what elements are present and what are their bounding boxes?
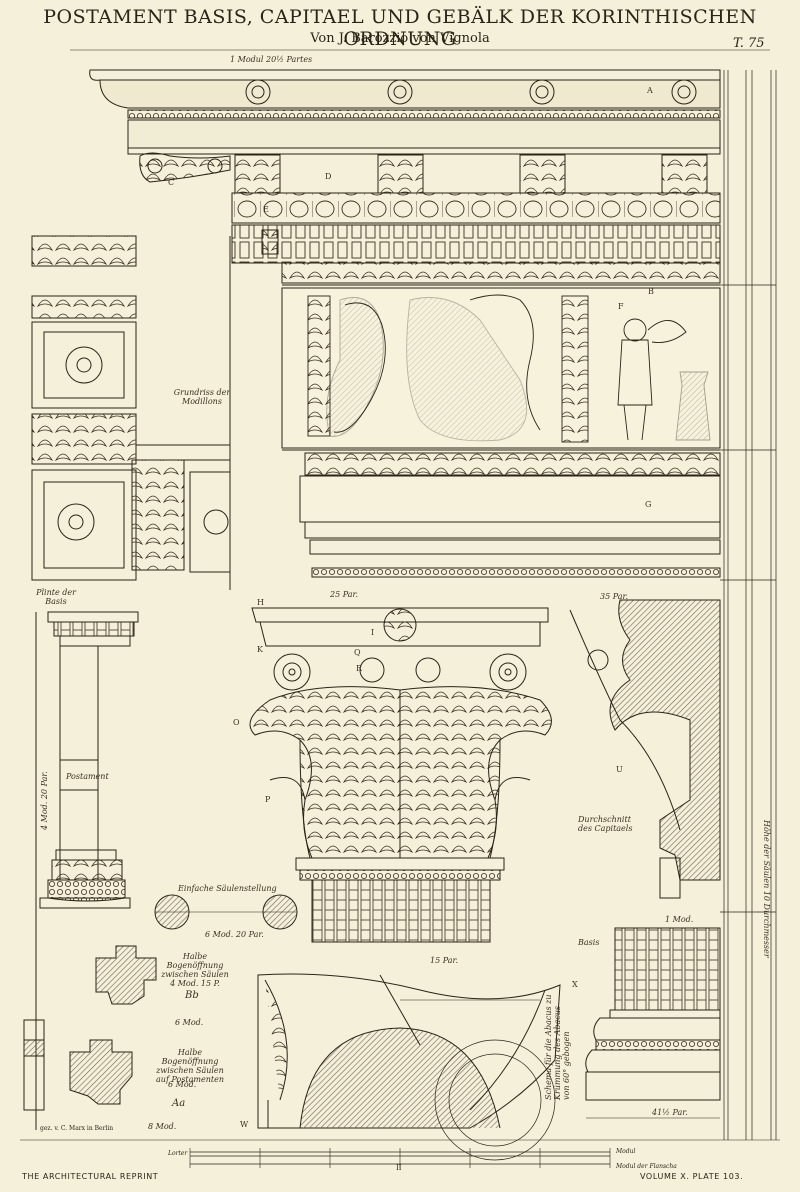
abacus-plan xyxy=(257,973,561,1161)
label-basis-par: 41½ Par. xyxy=(652,1108,688,1117)
letter-q: Q xyxy=(354,648,361,657)
scale-label-two: II xyxy=(396,1164,402,1172)
column-base xyxy=(585,927,721,1119)
scale-label-modul: Modul xyxy=(616,1148,636,1155)
label-hoehe-saeulen: Höhe der Säulen 10 Durchmesser xyxy=(762,820,771,958)
label-basis: Basis xyxy=(578,938,600,947)
scale-bars xyxy=(189,1148,611,1168)
modillion-plan xyxy=(31,235,231,590)
letter-g: G xyxy=(645,500,652,509)
printer-credit: gez. v. C. Marx in Berlin xyxy=(40,1125,114,1132)
column-plans xyxy=(23,894,298,1111)
label-postament: Postament xyxy=(66,772,109,781)
modillions xyxy=(139,152,708,194)
letter-b: B xyxy=(648,287,654,296)
label-plinte: Plinte der Basis xyxy=(36,588,76,606)
label-par-15: 15 Par. xyxy=(430,956,459,965)
letter-k: K xyxy=(257,645,263,654)
label-aa-mod: 8 Mod. xyxy=(148,1122,177,1131)
capital xyxy=(249,607,552,943)
letter-h: H xyxy=(257,598,264,607)
plate-title: POSTAMENT BASIS, CAPITAEL UND GEBÄLK DER… xyxy=(43,6,757,50)
label-einfache: Einfache Säulenstellung xyxy=(178,884,277,893)
label-halbe-2: Halbe Bogenöffnung zwischen Säulen auf P… xyxy=(156,1048,224,1084)
label-par-35: 35 Par. xyxy=(600,592,629,601)
scale-label-left: Lorter xyxy=(168,1150,188,1157)
postament-profile xyxy=(35,611,139,1130)
plate-subtitle: Von J. Barozzio von Vignola xyxy=(310,31,490,46)
letter-x: X xyxy=(572,980,578,989)
letter-a: A xyxy=(647,86,653,95)
dimension-bars-right xyxy=(720,70,777,1140)
letter-c: C xyxy=(168,178,175,187)
letter-r: R xyxy=(356,664,363,673)
plate-number: T. 75 xyxy=(733,36,765,51)
label-einfache-mod: 6 Mod. 20 Par. xyxy=(205,930,264,939)
label-par-25: 25 Par. xyxy=(330,590,359,599)
label-top-modul: 1 Modul 20½ Partes xyxy=(230,55,313,64)
letter-e: E xyxy=(263,205,269,214)
label-schema: Schema für die Abacus zu Krümmung des Ab… xyxy=(544,994,571,1101)
label-aa: Aa xyxy=(172,1098,186,1109)
label-mod-4: 4 Mod. 20 Par. xyxy=(40,771,49,830)
label-grundriss: Grundriss der Modillons xyxy=(173,388,231,406)
label-halbe-1-mod: 6 Mod. xyxy=(175,1018,204,1027)
capital-section xyxy=(569,599,721,899)
letter-w: W xyxy=(240,1120,249,1129)
letter-d: D xyxy=(325,172,332,181)
lion-heads xyxy=(245,79,697,105)
label-bb: Bb xyxy=(185,990,199,1001)
letter-o: O xyxy=(233,718,240,727)
letter-u: U xyxy=(616,765,623,774)
footer-volume-plate: VOLUME X. PLATE 103. xyxy=(640,1172,744,1181)
label-basis-mod: 1 Mod. xyxy=(665,915,694,924)
label-durchschnitt: Durchschnitt des Capitaels xyxy=(578,815,633,833)
letter-f: F xyxy=(618,302,624,311)
footer-publication: THE ARCHITECTURAL REPRINT xyxy=(22,1172,159,1181)
entablature xyxy=(89,69,721,578)
label-halbe-2-mod: 6 Mod. xyxy=(168,1080,197,1089)
frieze-sculpture xyxy=(307,294,711,443)
letter-p: P xyxy=(265,795,271,804)
scale-label-modul-flanscha: Modul der Flanscha xyxy=(616,1163,677,1170)
label-halbe-1: Halbe Bogenöffnung zwischen Säulen 4 Mod… xyxy=(161,952,229,988)
letter-i: I xyxy=(371,628,375,637)
